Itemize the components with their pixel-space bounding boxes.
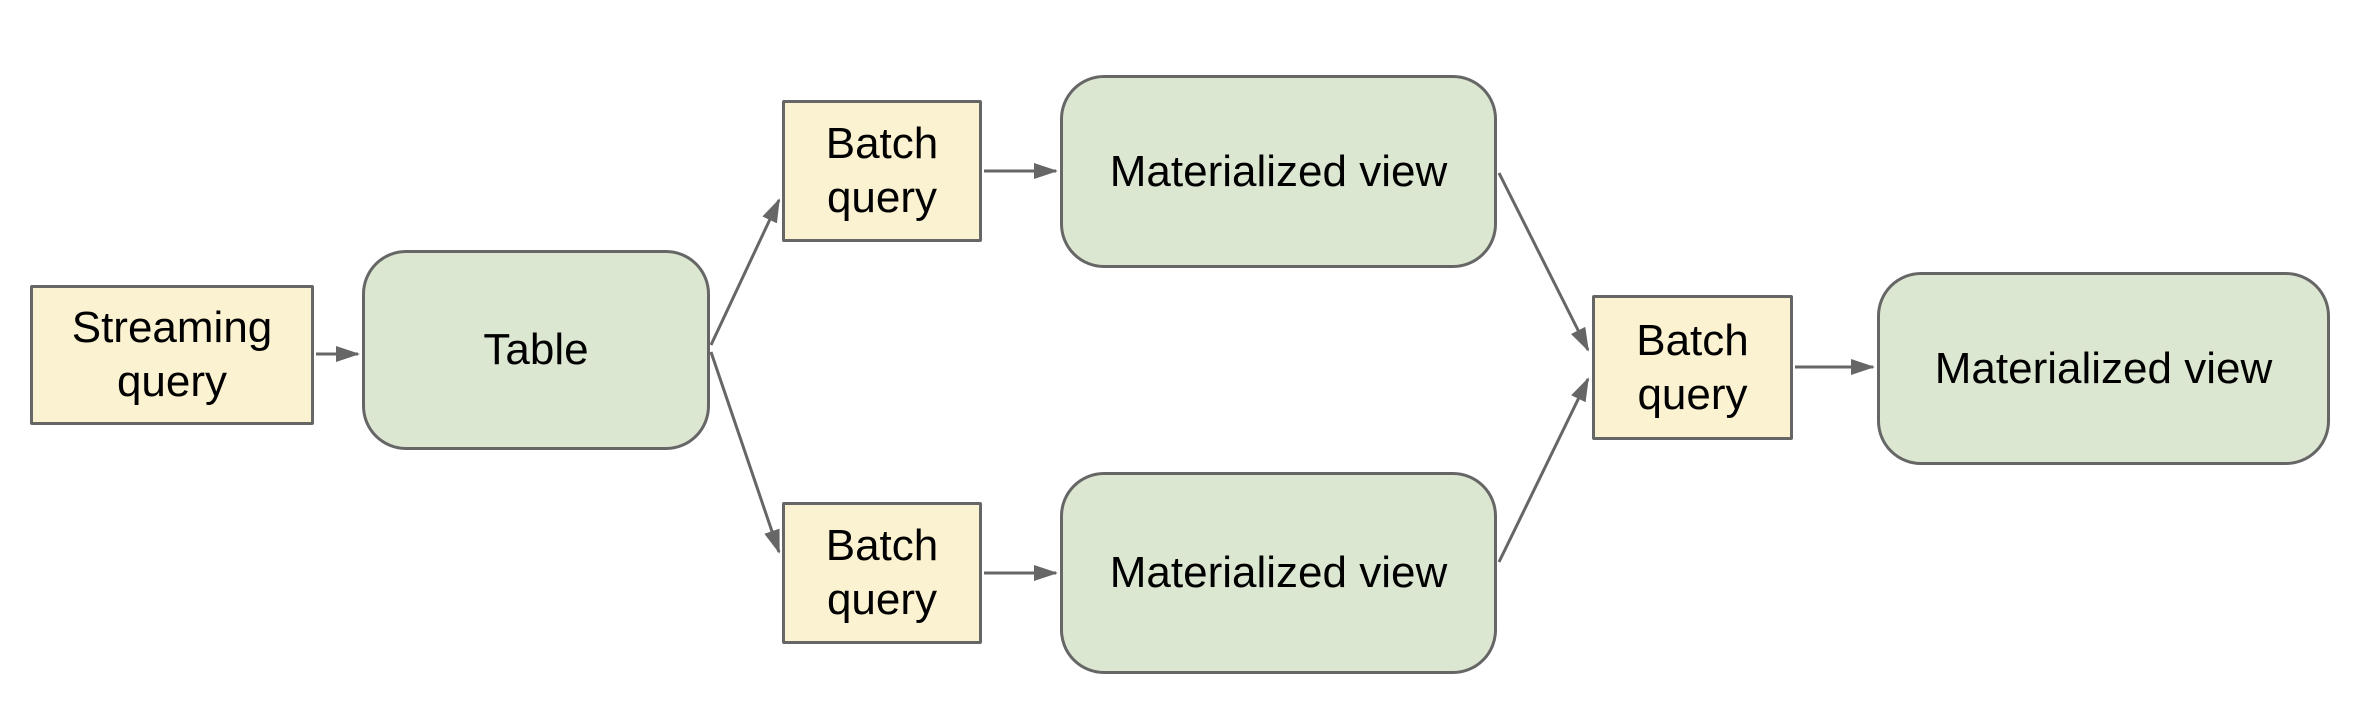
node-batch-query-final: Batch query [1592,295,1793,440]
node-materialized-view-top: Materialized view [1060,75,1497,268]
edge-materialized-view-top-to-batch-query-final [1497,172,1590,352]
node-materialized-view-final: Materialized view [1877,272,2330,465]
node-batch-query-top: Batch query [782,100,982,242]
node-label: Batch query [1636,315,1749,419]
edge-table-to-batch-query-top [709,198,781,346]
edge-table-to-batch-query-bottom [709,351,781,554]
node-label: Materialized view [1934,343,2273,393]
edge-materialized-view-bottom-to-batch-query-final [1497,377,1590,563]
node-label: Materialized view [1109,548,1448,597]
node-label: Table [483,325,589,374]
node-label: Batch query [825,521,939,624]
node-label: Streaming query [71,303,273,406]
node-batch-query-bottom: Batch query [782,502,982,644]
node-table: Table [362,250,710,450]
node-label: Materialized view [1109,146,1448,196]
node-label: Batch query [825,119,939,222]
node-materialized-view-bottom: Materialized view [1060,472,1497,674]
node-streaming-query: Streaming query [30,285,314,425]
